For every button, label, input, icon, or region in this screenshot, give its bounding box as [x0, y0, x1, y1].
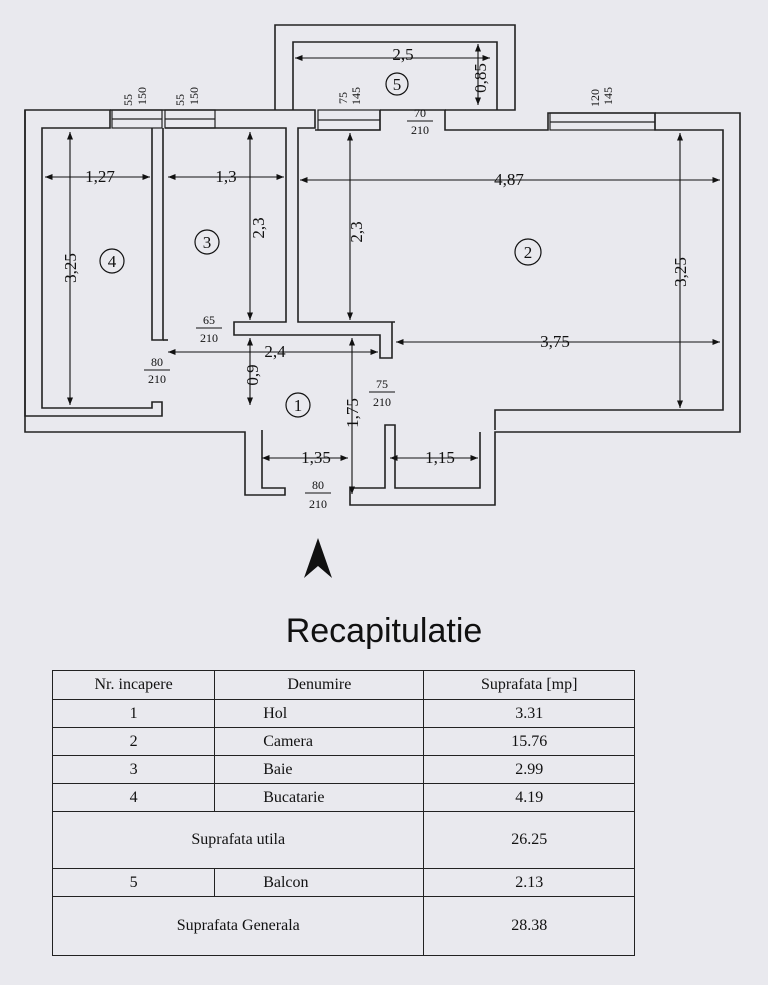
- dim-kitchen-width: 1,27: [85, 167, 115, 186]
- cell-area: 3.31: [423, 699, 635, 728]
- table-row: 4 Bucatarie 4.19: [51, 783, 635, 812]
- door-height: 210: [411, 123, 429, 137]
- dim-room-bottom: 3,75: [540, 332, 570, 351]
- cell-name: Bucatarie: [214, 783, 425, 812]
- dim-hall-depth: 0,9: [243, 364, 262, 385]
- util-label: Suprafata utila: [51, 811, 425, 869]
- header-suprafata: Suprafata [mp]: [423, 670, 635, 700]
- util-area: 26.25: [423, 811, 635, 869]
- win-label: 75: [336, 92, 350, 104]
- entrance-arrow-icon: [304, 538, 332, 578]
- cell-area: 4.19: [423, 783, 635, 812]
- dim-entry-right: 1,15: [425, 448, 455, 467]
- door-width: 80: [151, 355, 163, 369]
- cell-area: 2.99: [423, 755, 635, 784]
- room-label-1: 1: [294, 396, 303, 415]
- header-denumire: Denumire: [214, 670, 425, 700]
- walls: [24, 24, 741, 506]
- win-label: 145: [601, 87, 615, 105]
- dim-balcony-depth: 0,85: [471, 63, 490, 93]
- door-height: 210: [309, 497, 327, 511]
- door-height: 210: [148, 372, 166, 386]
- cell-name: Balcon: [214, 868, 425, 897]
- dim-hall-height: 1,75: [343, 398, 362, 428]
- general-row: Suprafata Generala 28.38: [51, 896, 635, 956]
- room-label-5: 5: [393, 75, 402, 94]
- win-label: 120: [588, 89, 602, 107]
- cell-nr: 1: [51, 699, 216, 728]
- cell-nr: 3: [51, 755, 216, 784]
- header-nr: Nr. incapere: [51, 670, 216, 700]
- room-label-3: 3: [203, 233, 212, 252]
- door-width: 75: [376, 377, 388, 391]
- door-width: 65: [203, 313, 215, 327]
- dim-room-height-right: 3,25: [671, 257, 690, 287]
- dim-kitchen-height: 3,25: [61, 253, 80, 283]
- dim-room-height-left: 2,3: [347, 221, 366, 242]
- dim-entry-left: 1,35: [301, 448, 331, 467]
- cell-nr: 2: [51, 727, 216, 756]
- door-height: 210: [373, 395, 391, 409]
- util-row: Suprafata utila 26.25: [51, 811, 635, 869]
- win-label: 55: [121, 94, 135, 106]
- table-row: 5 Balcon 2.13: [51, 868, 635, 897]
- win-label: 145: [349, 87, 363, 105]
- cell-area: 15.76: [423, 727, 635, 756]
- cell-name: Hol: [214, 699, 425, 728]
- table-row: 2 Camera 15.76: [51, 727, 635, 756]
- room-label-2: 2: [524, 243, 533, 262]
- general-label: Suprafata Generala: [51, 896, 425, 956]
- dim-hall-width: 2,4: [264, 342, 286, 361]
- cell-name: Baie: [214, 755, 425, 784]
- table-row: 3 Baie 2.99: [51, 755, 635, 784]
- room-markers: [99, 72, 542, 418]
- door-width: 80: [312, 478, 324, 492]
- room-label-4: 4: [108, 252, 117, 271]
- cell-area: 2.13: [423, 868, 635, 897]
- door-height: 210: [200, 331, 218, 345]
- dim-bath-height: 2,3: [249, 217, 268, 238]
- windows: [111, 109, 656, 131]
- cell-nr: 5: [51, 868, 216, 897]
- cell-nr: 4: [51, 783, 216, 812]
- cell-name: Camera: [214, 727, 425, 756]
- recap-table: Nr. incapere Denumire Suprafata [mp] 1 H…: [51, 670, 635, 956]
- dim-balcony-width: 2,5: [392, 45, 413, 64]
- dim-room-width: 4,87: [494, 170, 524, 189]
- win-label: 150: [187, 87, 201, 105]
- door-width: 70: [414, 106, 426, 120]
- win-label: 55: [173, 94, 187, 106]
- floor-plan: 5 2 3 4 1 2,5 0,85 1,27 1,3 4,87 3,25 2,…: [24, 24, 741, 578]
- dim-bath-width: 1,3: [215, 167, 236, 186]
- win-label: 150: [135, 87, 149, 105]
- dimension-lines: [45, 44, 720, 494]
- recap-title: Recapitulatie: [285, 612, 483, 650]
- table-header-row: Nr. incapere Denumire Suprafata [mp]: [51, 670, 635, 700]
- table-row: 1 Hol 3.31: [51, 699, 635, 728]
- general-area: 28.38: [423, 896, 635, 956]
